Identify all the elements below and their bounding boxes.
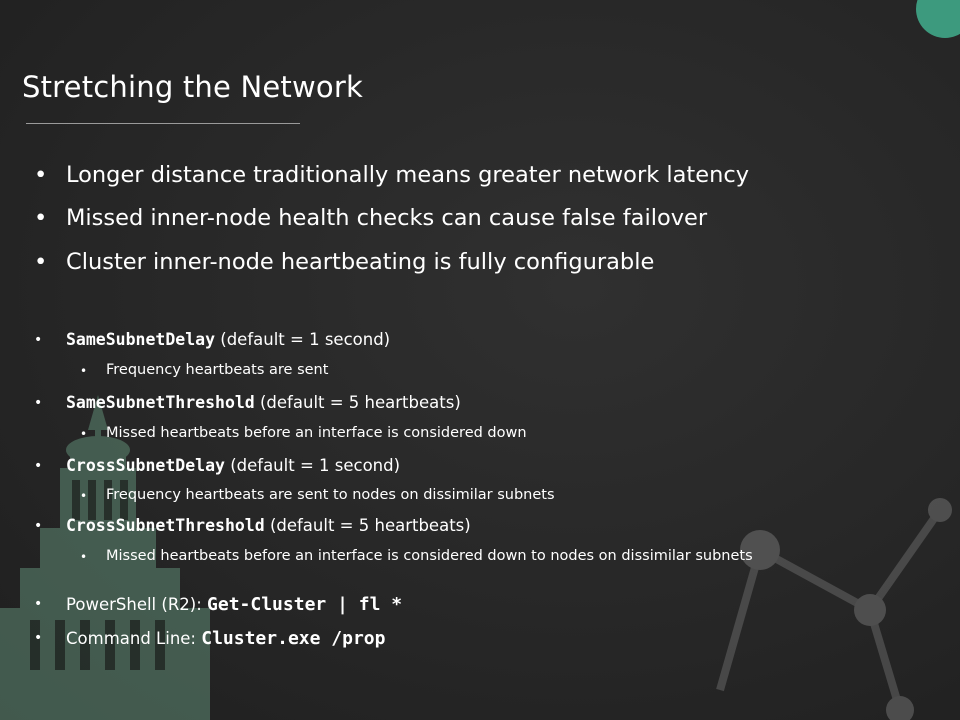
bullet-icon: • bbox=[34, 249, 48, 275]
setting-default: (default = 1 second) bbox=[220, 330, 391, 349]
bullet-icon: • bbox=[34, 332, 43, 348]
bullet-icon: • bbox=[80, 550, 88, 564]
setting-description: Missed heartbeats before an interface is… bbox=[106, 548, 753, 564]
bullet-icon: • bbox=[80, 364, 88, 378]
setting-description: Missed heartbeats before an interface is… bbox=[106, 425, 527, 441]
main-bullet-text: Cluster inner-node heartbeating is fully… bbox=[66, 249, 655, 275]
bullet-icon: • bbox=[34, 630, 43, 646]
setting-name: SameSubnetThreshold bbox=[66, 393, 255, 412]
setting-name: CrossSubnetThreshold bbox=[66, 516, 265, 535]
command-label: PowerShell (R2): bbox=[66, 595, 208, 614]
command-text: Cluster.exe /prop bbox=[201, 628, 386, 649]
setting-name: SameSubnetDelay bbox=[66, 330, 216, 349]
bullet-icon: • bbox=[80, 427, 88, 441]
command-label: Command Line: bbox=[66, 629, 202, 648]
setting-description: Frequency heartbeats are sent bbox=[106, 362, 329, 378]
bullet-icon: • bbox=[34, 395, 43, 411]
title-underline bbox=[26, 123, 300, 124]
bullet-icon: • bbox=[34, 458, 43, 474]
main-bullet-text: Longer distance traditionally means grea… bbox=[66, 162, 750, 188]
setting-default: (default = 5 heartbeats) bbox=[260, 393, 461, 412]
bullet-icon: • bbox=[34, 518, 43, 534]
command-text: Get-Cluster | fl * bbox=[207, 594, 403, 615]
molecule-background-graphic bbox=[716, 498, 952, 720]
bullet-icon: • bbox=[34, 162, 48, 188]
corner-accent-circle bbox=[916, 0, 960, 38]
slide-title: Stretching the Network bbox=[22, 70, 363, 104]
bullet-icon: • bbox=[80, 489, 88, 503]
setting-default: (default = 1 second) bbox=[230, 456, 401, 475]
setting-description: Frequency heartbeats are sent to nodes o… bbox=[106, 487, 555, 503]
bullet-icon: • bbox=[34, 205, 48, 231]
setting-default: (default = 5 heartbeats) bbox=[269, 516, 471, 535]
setting-name: CrossSubnetDelay bbox=[66, 456, 225, 475]
bullet-icon: • bbox=[34, 596, 43, 612]
main-bullet-text: Missed inner-node health checks can caus… bbox=[66, 205, 708, 231]
